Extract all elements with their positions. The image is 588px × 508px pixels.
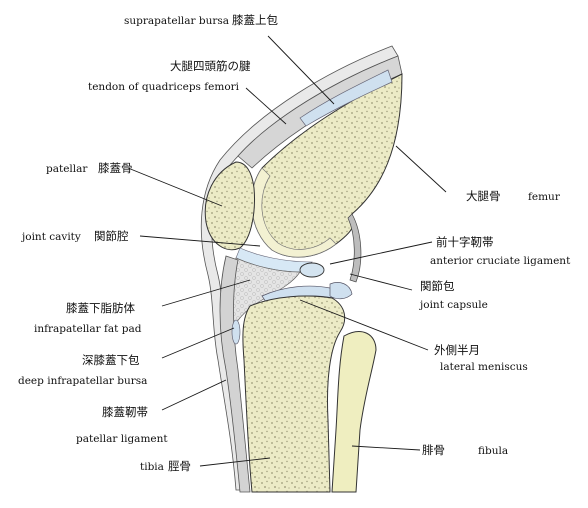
label-patellar-ligament-en: patellar ligament bbox=[76, 433, 168, 445]
label-fat-pad-jp: 膝蓋下脂肪体 bbox=[66, 301, 135, 315]
label-deep-bursa-jp: 深膝蓋下包 bbox=[82, 353, 140, 367]
label-tibia-en: tibia bbox=[140, 461, 164, 473]
label-femur-jp: 大腿骨 bbox=[466, 189, 501, 203]
label-lateral-meniscus-jp: 外側半月 bbox=[434, 343, 480, 357]
suprapatellar-bursa-shape bbox=[299, 69, 393, 127]
label-joint-capsule-jp: 関節包 bbox=[420, 279, 455, 293]
joint-capsule-shape bbox=[347, 213, 362, 283]
label-quadriceps-tendon-jp: 大腿四頭筋の腱 bbox=[170, 59, 251, 73]
fibula-bone bbox=[331, 331, 377, 493]
label-deep-bursa-en: deep infrapatellar bursa bbox=[18, 375, 147, 387]
label-fibula-jp: 腓骨 bbox=[422, 443, 445, 457]
label-joint-cavity-en: joint cavity bbox=[20, 231, 81, 243]
label-quadriceps-tendon-en: tendon of quadriceps femori bbox=[88, 81, 240, 93]
label-patellar-ligament-jp: 膝蓋靭帯 bbox=[102, 405, 148, 419]
leader-lines bbox=[127, 35, 447, 467]
posterior-meniscus bbox=[329, 282, 353, 300]
label-femur-en: femur bbox=[528, 191, 561, 203]
label-joint-cavity-jp: 関節腔 bbox=[94, 229, 129, 243]
label-tibia-jp: 脛骨 bbox=[168, 459, 191, 473]
acl-shape bbox=[299, 262, 325, 278]
label-fat-pad-en: infrapatellar fat pad bbox=[34, 323, 142, 335]
femur-cartilage bbox=[251, 167, 337, 258]
tibia-bone bbox=[242, 295, 346, 493]
label-acl-en: anterior cruciate ligament bbox=[430, 255, 571, 267]
label-patellar-jp: 膝蓋骨 bbox=[98, 161, 133, 175]
deep-bursa-shape bbox=[231, 319, 241, 345]
label-lateral-meniscus-en: lateral meniscus bbox=[440, 361, 528, 373]
label-suprapatellar-bursa-en: suprapatellar bursa bbox=[124, 15, 229, 27]
label-acl-jp: 前十字靭帯 bbox=[436, 235, 494, 249]
label-fibula-en: fibula bbox=[478, 445, 508, 457]
label-joint-capsule-en: joint capsule bbox=[418, 299, 488, 311]
label-patellar-en: patellar bbox=[46, 163, 88, 175]
label-suprapatellar-bursa-jp: 膝蓋上包 bbox=[232, 13, 278, 27]
